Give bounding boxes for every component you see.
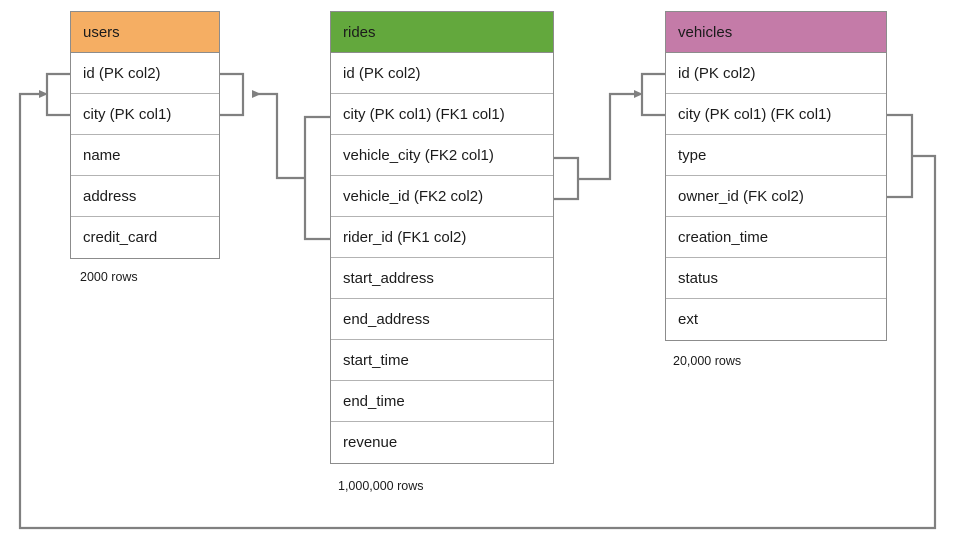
connector-rides-fk1-bracket [303,115,330,241]
connector-rides-fk2-bracket [554,156,580,201]
column-label: ext [678,311,699,328]
table-rides-title: rides [343,23,376,41]
column-label: name [83,146,121,164]
column-label: city (PK col1) [83,105,172,123]
column-label: address [83,187,137,205]
table-users-column-credit-card[interactable]: credit_card [71,217,219,258]
table-users-column-city[interactable]: city (PK col1) [71,94,219,135]
column-label: start_address [343,269,434,287]
table-rides-row-count: 1,000,000 rows [338,479,424,493]
table-vehicles-column-creation-time[interactable]: creation_time [666,217,886,258]
table-vehicles-column-ext[interactable]: ext [666,299,886,340]
column-label: vehicle_id (FK2 col2) [343,187,484,205]
column-label: revenue [343,434,398,451]
column-label: creation_time [678,228,769,246]
column-label: status [678,269,719,287]
connector-vehicles-right-bracket [887,113,914,199]
table-rides[interactable]: rides id (PK col2) city (PK col1) (FK1 c… [330,11,554,464]
table-rides-column-revenue[interactable]: revenue [331,422,553,463]
table-rides-column-city[interactable]: city (PK col1) (FK1 col1) [331,94,553,135]
table-rides-column-end-address[interactable]: end_address [331,299,553,340]
column-label: start_time [343,351,409,369]
table-vehicles-column-id[interactable]: id (PK col2) [666,53,886,94]
table-vehicles-header: vehicles [666,12,886,53]
connector-users-left-bracket [45,72,70,117]
table-vehicles-title: vehicles [678,23,733,41]
column-label: vehicle_city (FK2 col1) [343,146,494,164]
table-vehicles-column-owner-id[interactable]: owner_id (FK col2) [666,176,886,217]
table-users-column-id[interactable]: id (PK col2) [71,53,219,94]
table-vehicles-column-status[interactable]: status [666,258,886,299]
connector-users-right-bracket [220,72,245,117]
table-vehicles-column-city[interactable]: city (PK col1) (FK col1) [666,94,886,135]
column-label: id (PK col2) [678,64,756,82]
table-users-column-address[interactable]: address [71,176,219,217]
table-vehicles[interactable]: vehicles id (PK col2) city (PK col1) (FK… [665,11,887,341]
table-rides-column-rider-id[interactable]: rider_id (FK1 col2) [331,217,553,258]
column-label: owner_id (FK col2) [678,187,804,205]
table-rides-column-end-time[interactable]: end_time [331,381,553,422]
column-label: id (PK col2) [343,64,421,82]
connector-rides-fk2-to-vehicles [578,90,643,181]
table-users-title: users [83,23,120,41]
connector-vehicles-left-bracket [640,72,665,117]
table-rides-column-vehicle-id[interactable]: vehicle_id (FK2 col2) [331,176,553,217]
table-vehicles-column-type[interactable]: type [666,135,886,176]
column-label: end_time [343,392,405,410]
connector-vehicles-fk-to-users [18,90,937,530]
table-users-header: users [71,12,219,53]
column-label: end_address [343,310,430,328]
column-label: rider_id (FK1 col2) [343,228,467,246]
column-label: id (PK col2) [83,64,161,82]
table-rides-header: rides [331,12,553,53]
connector-rides-fk1-to-users [252,90,305,180]
column-label: credit_card [83,229,158,246]
table-rides-column-start-time[interactable]: start_time [331,340,553,381]
table-vehicles-row-count: 20,000 rows [673,354,742,368]
table-users-row-count: 2000 rows [80,270,138,284]
table-users-column-name[interactable]: name [71,135,219,176]
column-label: type [678,146,707,164]
table-rides-column-start-address[interactable]: start_address [331,258,553,299]
column-label: city (PK col1) (FK col1) [678,105,832,123]
table-users[interactable]: users id (PK col2) city (PK col1) name a… [70,11,220,259]
column-label: city (PK col1) (FK1 col1) [343,105,505,123]
table-rides-column-vehicle-city[interactable]: vehicle_city (FK2 col1) [331,135,553,176]
table-rides-column-id[interactable]: id (PK col2) [331,53,553,94]
